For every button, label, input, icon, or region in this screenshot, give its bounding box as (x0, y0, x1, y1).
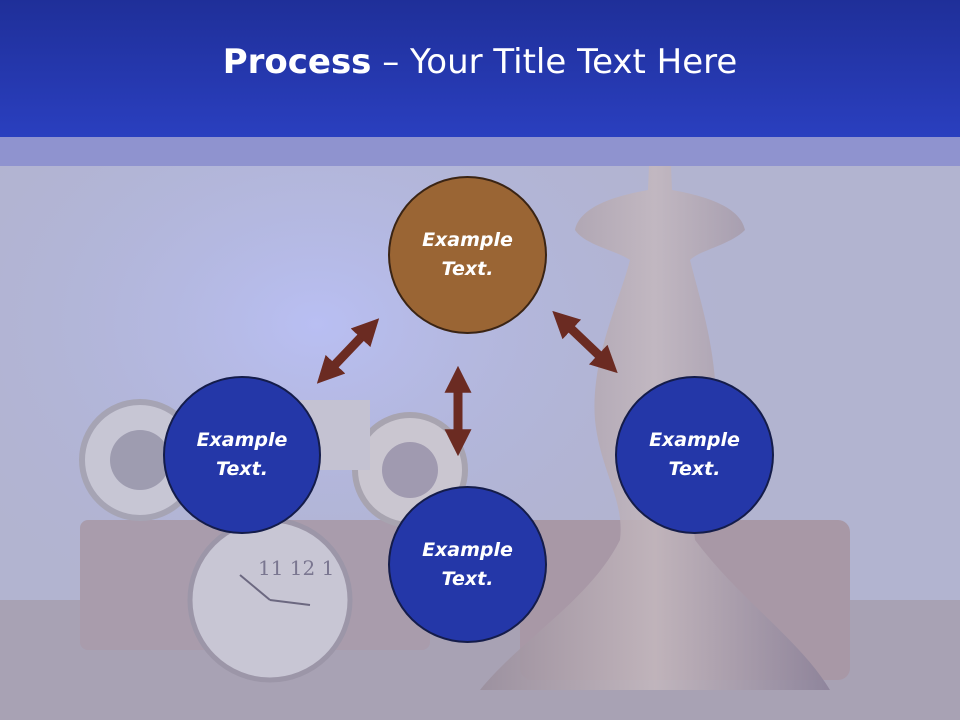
process-node-top-label: Example Text. (422, 229, 513, 280)
process-node-left: Example Text. (163, 376, 321, 534)
process-node-bottom: Example Text. (388, 486, 547, 643)
svg-text:11 12 1: 11 12 1 (258, 556, 334, 580)
process-node-top: Example Text. (388, 176, 547, 334)
process-node-right-label: Example Text. (649, 429, 740, 480)
arrow-top-right (552, 310, 618, 374)
slide-title-rest: – Your Title Text Here (371, 41, 738, 82)
process-node-right: Example Text. (615, 376, 774, 534)
slide-title: Process – Your Title Text Here (223, 42, 738, 82)
slide-title-bold: Process (222, 41, 372, 82)
process-node-bottom-label: Example Text. (422, 538, 513, 590)
header-bar: Process – Your Title Text Here (0, 0, 960, 137)
process-node-left-label: Example Text. (196, 429, 288, 480)
header-accent-band (0, 137, 960, 166)
arrow-top-left (316, 318, 380, 384)
